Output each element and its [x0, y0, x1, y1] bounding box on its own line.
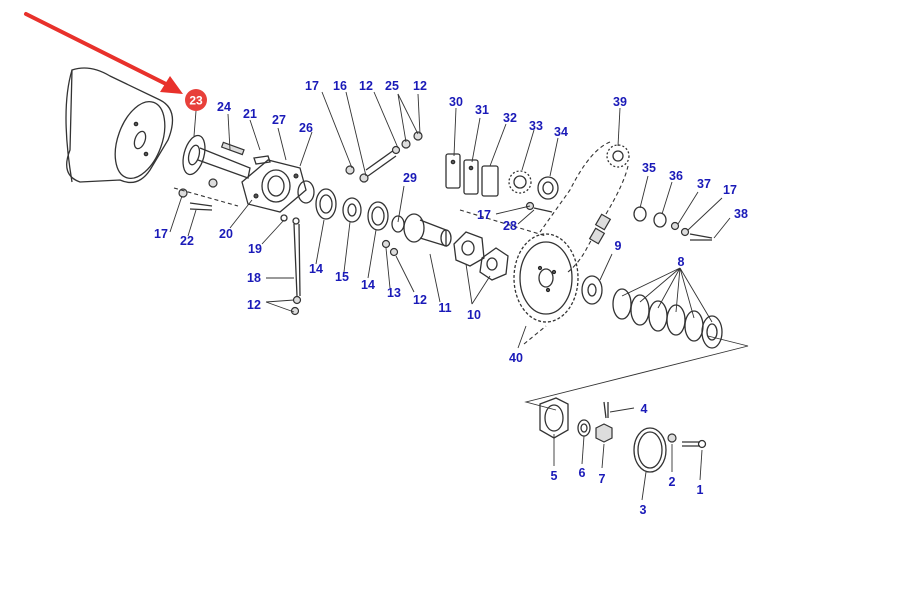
callout-17-right: 17	[723, 183, 737, 197]
callout-9: 9	[615, 239, 622, 253]
callout-33: 33	[529, 119, 543, 133]
badge-label-23: 23	[189, 94, 203, 108]
lower-assembly	[539, 397, 707, 473]
small-sprocket	[508, 170, 559, 213]
callout-17-left: 17	[154, 227, 168, 241]
large-sprocket	[513, 233, 579, 323]
callout-labels: 24 21 27 26 17 16 12 25 12 30 31 32 33 3…	[154, 79, 748, 517]
callout-35: 35	[642, 161, 656, 175]
callout-18: 18	[247, 271, 261, 285]
seal-rings	[297, 180, 405, 233]
drum-roller	[65, 67, 174, 184]
callout-30: 30	[449, 95, 463, 109]
callout-4: 4	[641, 402, 648, 416]
callout-12-bottom: 12	[413, 293, 427, 307]
callout-22: 22	[180, 234, 194, 248]
callout-37: 37	[697, 177, 711, 191]
callout-28: 28	[503, 219, 517, 233]
callout-12-top-left: 12	[359, 79, 373, 93]
callout-13: 13	[387, 286, 401, 300]
callout-27: 27	[272, 113, 286, 127]
callout-15: 15	[335, 270, 349, 284]
callout-25: 25	[385, 79, 399, 93]
callout-38: 38	[734, 207, 748, 221]
callout-1: 1	[697, 483, 704, 497]
bearing-stack	[581, 275, 723, 349]
callout-19: 19	[248, 242, 262, 256]
callout-20: 20	[219, 227, 233, 241]
hub-shaft	[381, 213, 452, 257]
callout-14-right: 14	[361, 278, 375, 292]
callout-14-left: 14	[309, 262, 323, 276]
callout-32: 32	[503, 111, 517, 125]
callout-7: 7	[599, 472, 606, 486]
callout-17-mid: 17	[477, 208, 491, 222]
callout-29: 29	[403, 171, 417, 185]
coupling-flanges	[453, 231, 509, 281]
drive-chain	[539, 141, 629, 273]
highlight-arrow	[24, 12, 183, 94]
callout-21: 21	[243, 107, 257, 121]
callout-3: 3	[640, 503, 647, 517]
right-hardware	[633, 206, 713, 241]
hanger-rod	[280, 214, 302, 316]
callout-6: 6	[579, 466, 586, 480]
shaft-flange-part	[182, 134, 271, 179]
callout-31: 31	[475, 103, 489, 117]
callout-36: 36	[669, 169, 683, 183]
callout-2: 2	[669, 475, 676, 489]
highlight-badge: 23	[185, 89, 207, 111]
callout-5: 5	[551, 469, 558, 483]
callout-8: 8	[678, 255, 685, 269]
callout-11: 11	[438, 301, 451, 315]
bearing-housing	[241, 159, 307, 213]
callout-10: 10	[467, 308, 481, 322]
callout-24: 24	[217, 100, 231, 114]
callout-26: 26	[299, 121, 313, 135]
callout-12-left: 12	[247, 298, 261, 312]
callout-16: 16	[333, 79, 347, 93]
callout-17-top: 17	[305, 79, 319, 93]
callout-leaders	[169, 91, 731, 501]
callout-40: 40	[509, 351, 523, 365]
upper-sprocket	[606, 144, 630, 168]
callout-34: 34	[554, 125, 568, 139]
callout-39: 39	[613, 95, 627, 109]
assembly-leader-lines	[173, 187, 749, 411]
callout-12-top-right: 12	[413, 79, 427, 93]
bolt-group-left	[178, 178, 218, 211]
